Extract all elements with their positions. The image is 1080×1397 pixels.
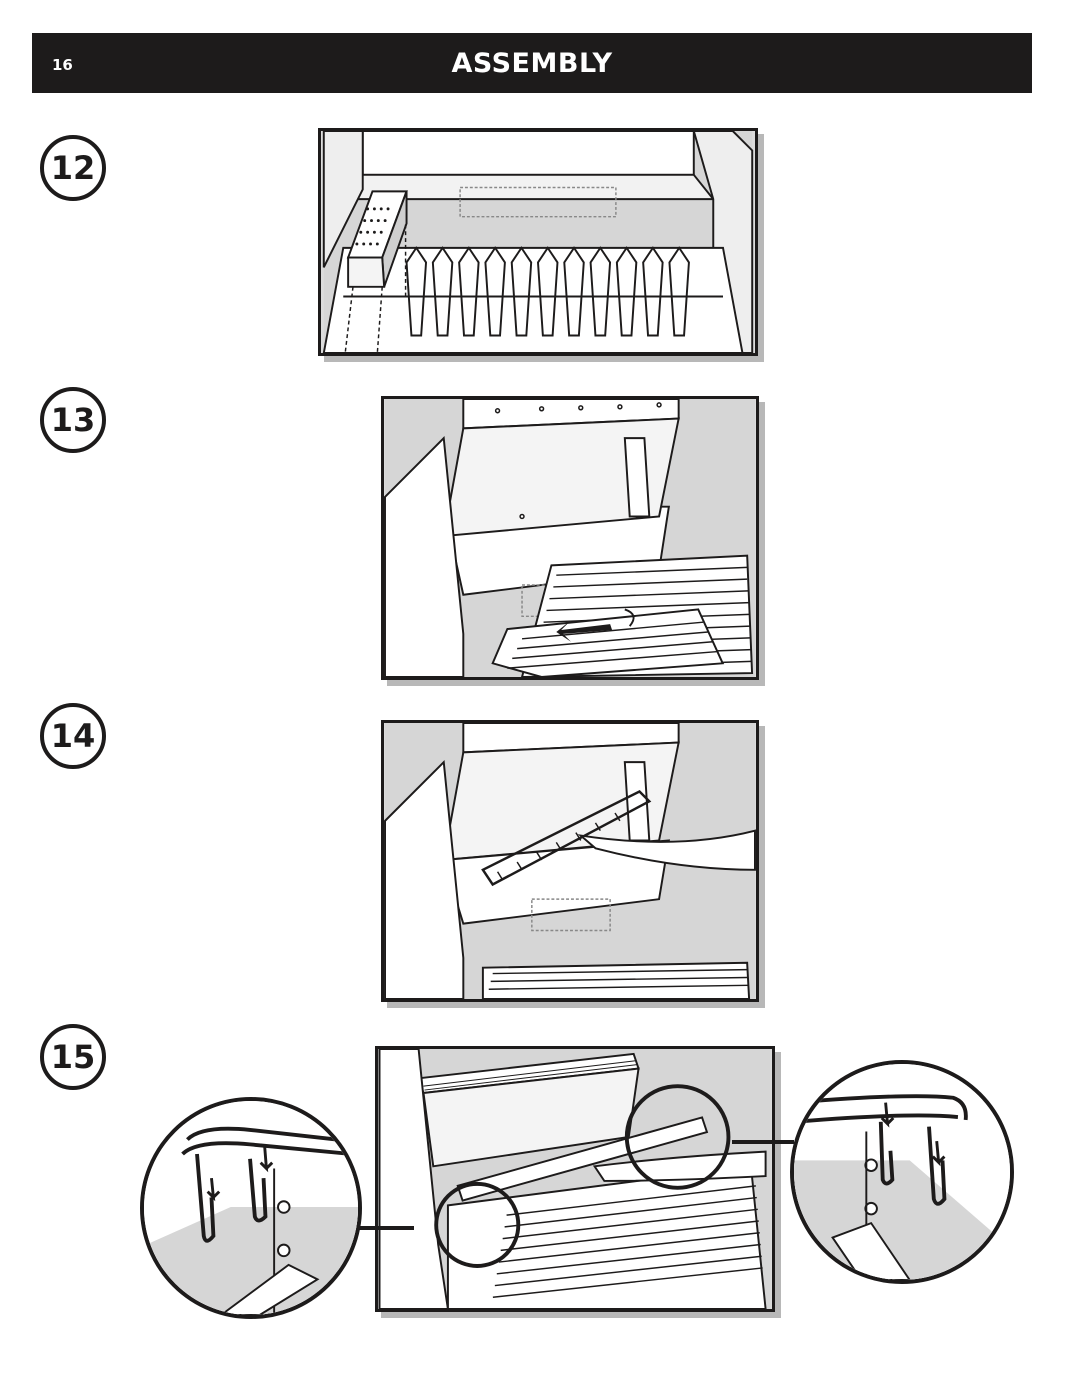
step-12-illustration (318, 128, 758, 356)
step-15-detail-left (140, 1097, 362, 1319)
step-12-badge: 12 (40, 135, 106, 201)
step-13-badge: 13 (40, 387, 106, 453)
step-15-badge: 15 (40, 1024, 106, 1090)
header-bar: 16 ASSEMBLY (32, 33, 1032, 93)
step-14-badge: 14 (40, 703, 106, 769)
section-title: ASSEMBLY (451, 48, 613, 79)
step-15-illustration (375, 1046, 775, 1312)
detail-connector-left (358, 1226, 414, 1230)
detail-connector-right (732, 1140, 794, 1144)
step-13-illustration (381, 396, 759, 680)
step-15-detail-right (790, 1060, 1014, 1284)
step-14-illustration (381, 720, 759, 1002)
page-number: 16 (52, 56, 73, 74)
